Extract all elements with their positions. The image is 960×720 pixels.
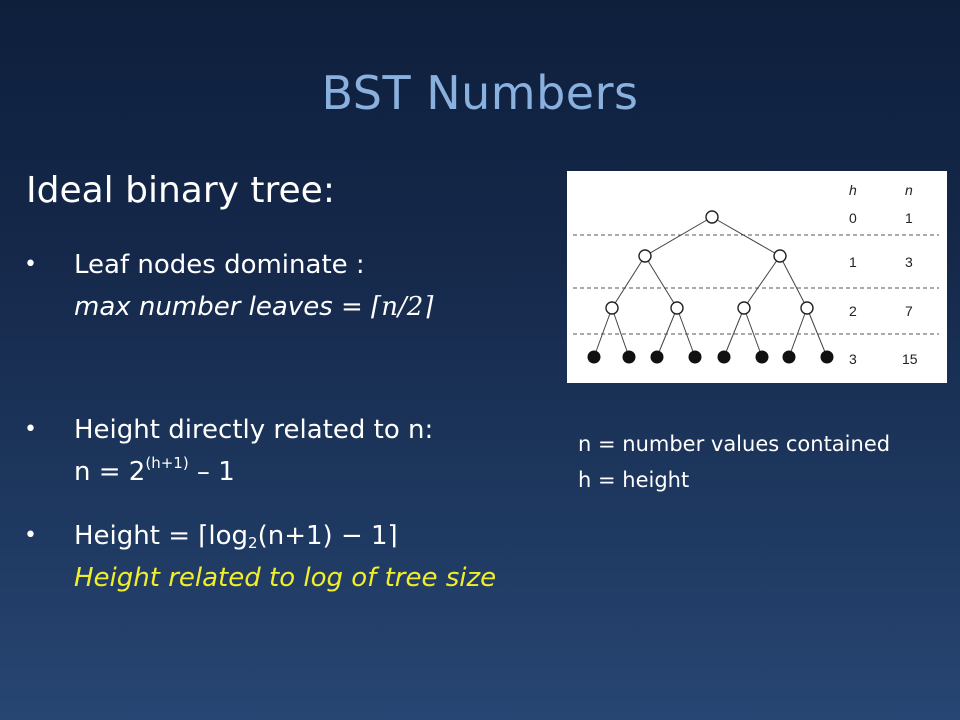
tree-edges bbox=[593, 216, 828, 358]
row-n: 3 bbox=[905, 254, 913, 270]
slide-title: BST Numbers bbox=[321, 66, 639, 120]
internal-nodes bbox=[605, 210, 814, 315]
col-header-n: n bbox=[905, 182, 913, 198]
bullet-line: Leaf nodes dominate : bbox=[74, 250, 365, 280]
binary-tree-figure: h n 0 1 1 3 2 7 3 15 bbox=[567, 171, 947, 383]
exponent: (h+1) bbox=[145, 454, 189, 472]
row-n: 7 bbox=[905, 303, 913, 319]
level-dividers bbox=[573, 234, 939, 335]
bullet-line-highlight: Height related to log of tree size bbox=[74, 563, 497, 593]
legend: n = number values contained h = height bbox=[578, 426, 890, 498]
row-n: 1 bbox=[905, 210, 913, 226]
row-h: 2 bbox=[849, 303, 857, 319]
row-h: 3 bbox=[849, 351, 857, 367]
row-n: 15 bbox=[902, 351, 918, 367]
row-h: 0 bbox=[849, 210, 857, 226]
row-h: 1 bbox=[849, 254, 857, 270]
bullet-line-formula: n = 2(h+1) – 1 bbox=[74, 454, 235, 488]
bullet-dot-icon: • bbox=[24, 523, 37, 548]
legend-n-definition: n = number values contained bbox=[578, 432, 891, 456]
ceil-n-over-2: ⌈n/2⌉ bbox=[371, 292, 434, 322]
bullet-line-formula: max number leaves = ⌈n/2⌉ bbox=[74, 292, 434, 322]
bullet-dot-icon: • bbox=[24, 252, 37, 277]
legend-h-definition: h = height bbox=[578, 468, 690, 492]
col-header-h: h bbox=[849, 182, 857, 198]
leaf-nodes bbox=[587, 350, 834, 364]
bullet-line: Height directly related to n: bbox=[74, 415, 434, 445]
bullet-dot-icon: • bbox=[24, 417, 37, 442]
level-table: h n 0 1 1 3 2 7 3 15 bbox=[849, 182, 918, 367]
log-base: 2 bbox=[248, 534, 258, 552]
section-heading: Ideal binary tree: bbox=[26, 170, 335, 211]
bullet-line-formula: Height = ⌈log2(n+1) − 1⌉ bbox=[74, 521, 398, 552]
